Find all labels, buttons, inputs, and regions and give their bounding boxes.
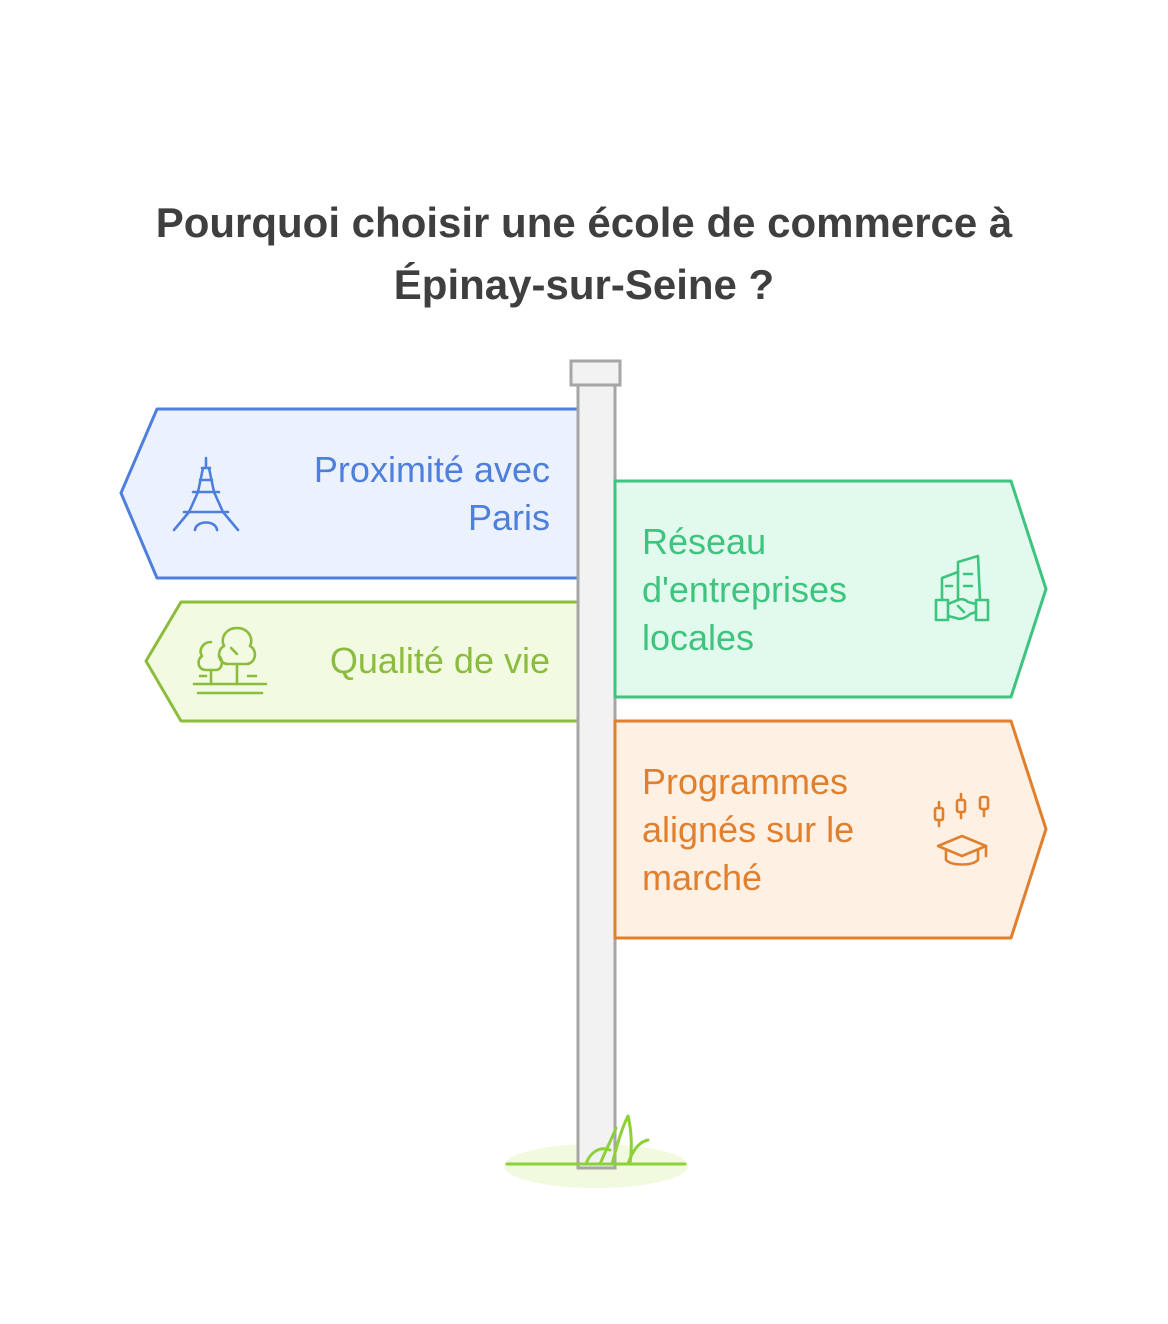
sign-reseau	[613, 479, 1048, 699]
grass-icon	[505, 1114, 687, 1166]
label-programmes-line-1: Programmes	[642, 761, 849, 802]
sign-qualite	[144, 600, 580, 723]
trees-icon	[192, 626, 268, 695]
sign-programmes	[613, 719, 1048, 940]
pole	[576, 381, 617, 1170]
pole-cap	[569, 359, 622, 387]
label-qualite: Qualité de vie	[270, 637, 550, 685]
label-programmes: Programmes alignés sur le marché	[642, 758, 922, 902]
title-line-2: Épinay-sur-Seine ?	[393, 261, 775, 308]
label-qualite-line-1: Qualité de vie	[329, 640, 550, 681]
diagram-title: Pourquoi choisir une école de commerce à…	[0, 192, 1168, 316]
graduation-cap-chart-icon	[933, 792, 990, 866]
eiffel-tower-icon	[172, 456, 240, 532]
label-reseau-line-1: Réseau	[642, 521, 767, 562]
sign-proximite	[119, 407, 580, 580]
label-proximite-line-1: Proximité avec	[313, 449, 550, 490]
title-line-1: Pourquoi choisir une école de commerce à	[155, 199, 1013, 246]
label-reseau-line-2: d'entreprises	[642, 569, 847, 610]
label-programmes-line-2: alignés sur le	[642, 809, 855, 850]
handshake-buildings-icon	[934, 554, 990, 622]
label-proximite: Proximité avec Paris	[250, 446, 550, 542]
label-proximite-line-2: Paris	[467, 497, 550, 538]
label-reseau-line-3: locales	[642, 617, 755, 658]
label-reseau: Réseau d'entreprises locales	[642, 518, 922, 662]
label-programmes-line-3: marché	[642, 857, 763, 898]
